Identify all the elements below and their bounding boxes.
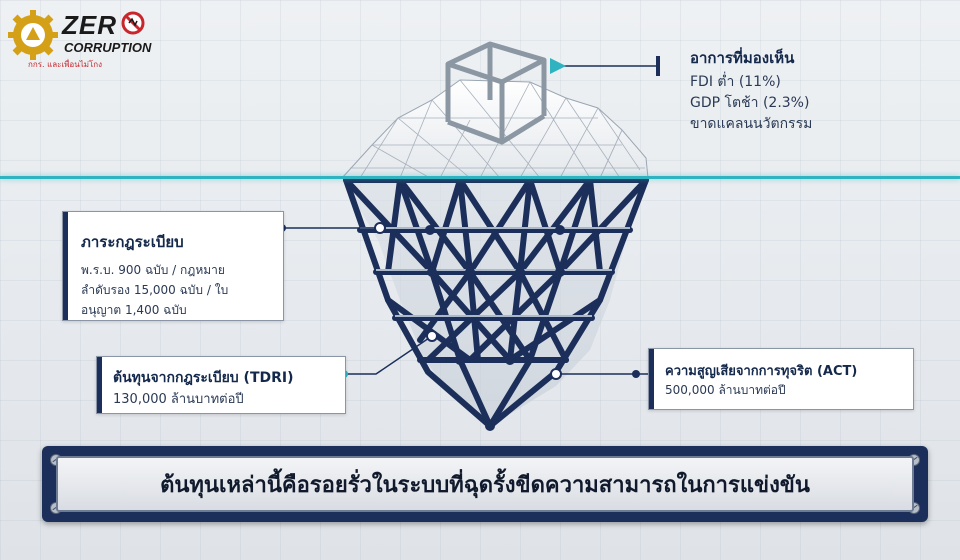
zero-corruption-logo: ZER CORRUPTION กกร. และเพื่อนไม่โกง	[8, 8, 158, 70]
iceberg-tip	[342, 80, 648, 178]
act-loss-box: ความสูญเสียจากการทุจริต (ACT) 500,000 ล้…	[648, 348, 914, 410]
act-loss-value: 500,000 ล้านบาทต่อปี	[665, 381, 786, 400]
logo-corruption-text: CORRUPTION	[64, 40, 151, 55]
regulation-line: พ.ร.บ. 900 ฉบับ / กฎหมาย	[81, 260, 281, 280]
tdri-cost-box: ต้นทุนจากกฎระเบียบ (TDRI) 130,000 ล้านบา…	[96, 356, 346, 414]
summary-banner-plate: ต้นทุนเหล่านี้คือรอยรั่วในระบบที่ฉุดรั้ง…	[56, 456, 914, 512]
regulation-line: อนุญาต 1,400 ฉบับ	[81, 300, 281, 320]
tdri-cost-title: ต้นทุนจากกฎระเบียบ (TDRI)	[113, 367, 294, 389]
visible-symptoms-label: อาการที่มองเห็น FDI ต่ำ (11%) GDP โตช้า …	[690, 46, 930, 135]
visible-symptoms-title: อาการที่มองเห็น	[690, 46, 930, 70]
regulatory-burden-box: ภาระกฎระเบียบ พ.ร.บ. 900 ฉบับ / กฎหมาย ล…	[62, 211, 284, 321]
symptom-item: ขาดแคลนนวัตกรรม	[690, 114, 930, 135]
summary-banner: ต้นทุนเหล่านี้คือรอยรั่วในระบบที่ฉุดรั้ง…	[42, 446, 928, 522]
symptom-item: FDI ต่ำ (11%)	[690, 72, 930, 93]
symptom-item: GDP โตช้า (2.3%)	[690, 93, 930, 114]
water-line	[0, 176, 960, 179]
regulatory-burden-title: ภาระกฎระเบียบ	[81, 230, 184, 254]
no-sign-icon	[120, 10, 146, 36]
act-loss-title: ความสูญเสียจากการทุจริต (ACT)	[665, 360, 857, 381]
regulatory-burden-text: พ.ร.บ. 900 ฉบับ / กฎหมาย ลำดับรอง 15,000…	[81, 260, 281, 320]
tdri-cost-value: 130,000 ล้านบาทต่อปี	[113, 388, 244, 409]
summary-banner-text: ต้นทุนเหล่านี้คือรอยรั่วในระบบที่ฉุดรั้ง…	[160, 467, 810, 502]
gear-emblem-icon	[8, 10, 58, 60]
regulation-line: ลำดับรอง 15,000 ฉบับ / ใบ	[81, 280, 281, 300]
logo-zero-text: ZER	[62, 10, 117, 41]
logo-tagline: กกร. และเพื่อนไม่โกง	[28, 58, 102, 71]
